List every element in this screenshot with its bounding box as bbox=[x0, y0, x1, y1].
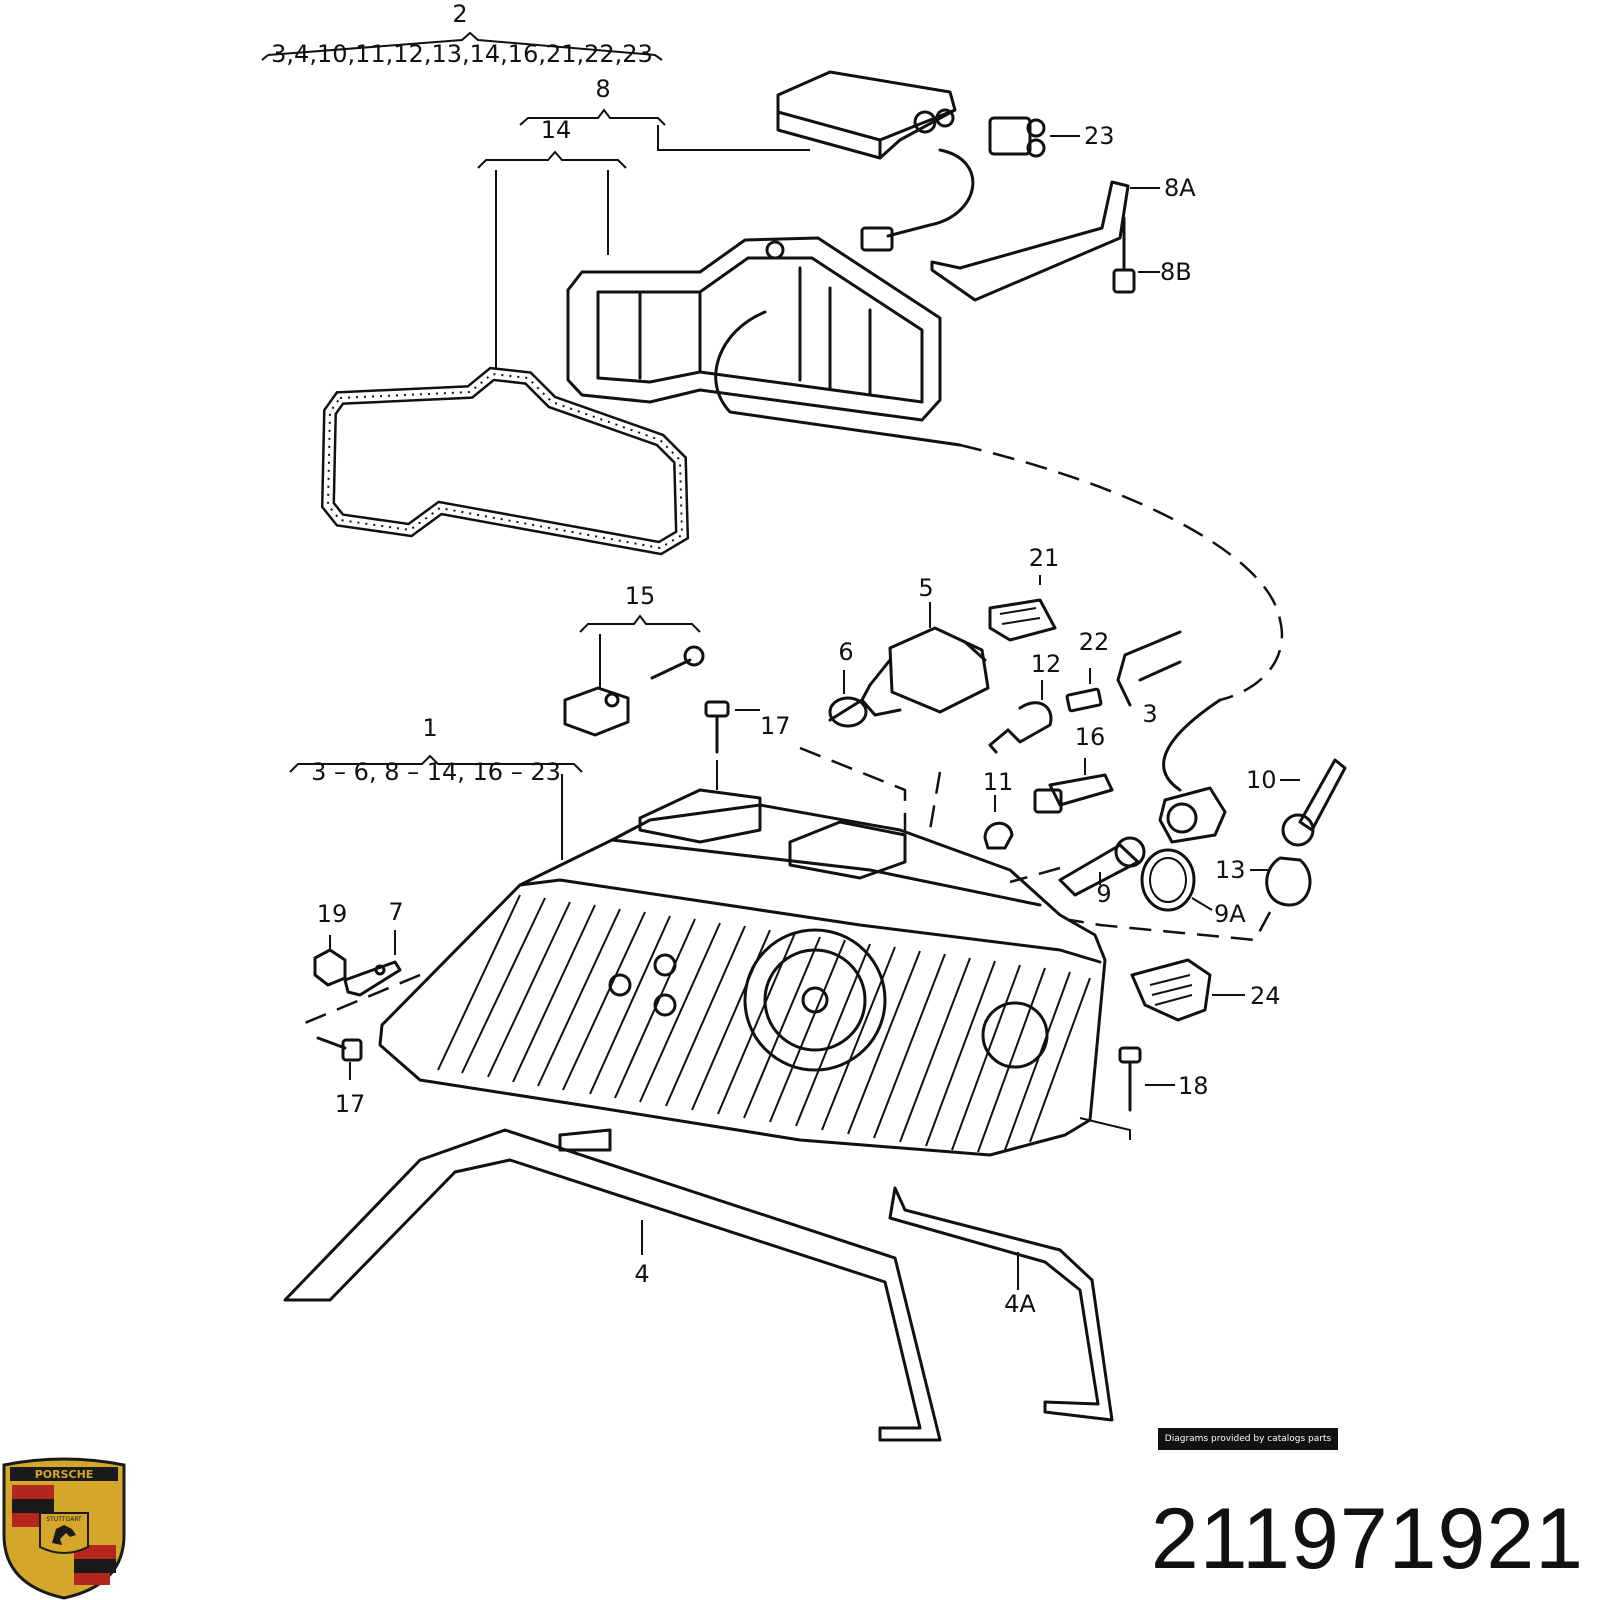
label-13: 13 bbox=[1215, 856, 1246, 884]
part-number: 211971921 bbox=[1150, 1491, 1584, 1587]
headlight-housing-frame bbox=[566, 236, 962, 447]
gasket-seal bbox=[320, 366, 690, 556]
callout-group-8: 8 bbox=[519, 75, 810, 151]
label-18: 18 bbox=[1178, 1072, 1209, 1100]
label-9A: 9A bbox=[1214, 900, 1246, 928]
label-8B: 8B bbox=[1160, 258, 1192, 286]
label-8A: 8A bbox=[1164, 174, 1196, 202]
bolt-17-top: 17 bbox=[704, 700, 791, 790]
label-10: 10 bbox=[1246, 766, 1277, 794]
label-11: 11 bbox=[983, 768, 1014, 796]
callout-group-14: 14 bbox=[477, 116, 627, 368]
label-2-sub: 3,4,10,11,12,13,14,16,21,22,23 bbox=[271, 40, 653, 68]
diagram-credit: Diagrams provided by catalogs parts bbox=[1158, 1428, 1338, 1450]
trim-strip-4A: 4A bbox=[888, 1186, 1114, 1422]
porsche-crest-logo: PORSCHE STUTTGART bbox=[2, 1457, 126, 1600]
trim-strip-4: 4 bbox=[283, 1128, 942, 1442]
label-3: 3 bbox=[1142, 700, 1157, 728]
clip-group-15: 15 bbox=[563, 582, 705, 737]
label-5: 5 bbox=[918, 574, 933, 602]
headlight-assembly-1 bbox=[378, 788, 1107, 1157]
leader-dashed-a bbox=[799, 746, 907, 832]
label-6: 6 bbox=[838, 638, 853, 666]
connector-24: 24 bbox=[1130, 958, 1281, 1022]
bolt-17-left: 17 bbox=[316, 1036, 366, 1118]
cable-route-dashed bbox=[959, 443, 1284, 702]
label-2: 2 bbox=[452, 0, 467, 28]
callout-group-2: 2 3,4,10,11,12,13,14,16,21,22,23 bbox=[261, 0, 663, 68]
label-14: 14 bbox=[541, 116, 572, 144]
label-1-sub: 3 – 6, 8 – 14, 16 – 23 bbox=[311, 758, 561, 786]
control-module bbox=[776, 70, 975, 252]
plug-21: 21 bbox=[988, 544, 1060, 642]
bolt-18: 18 bbox=[1079, 1046, 1209, 1140]
label-16: 16 bbox=[1075, 723, 1106, 751]
bulb-socket-cable bbox=[1158, 698, 1227, 844]
logo-city: STUTTGART bbox=[46, 1516, 82, 1523]
label-7: 7 bbox=[388, 898, 403, 926]
label-4A: 4A bbox=[1004, 1290, 1036, 1318]
label-21: 21 bbox=[1029, 544, 1060, 572]
leader-dashed-d bbox=[1009, 866, 1061, 884]
label-19: 19 bbox=[317, 900, 348, 928]
label-12: 12 bbox=[1031, 650, 1062, 678]
label-23: 23 bbox=[1084, 122, 1115, 150]
logo-text: PORSCHE bbox=[35, 1468, 94, 1481]
label-1: 1 bbox=[422, 714, 437, 742]
connector-23: 23 bbox=[988, 116, 1115, 158]
callout-group-1: 1 3 – 6, 8 – 14, 16 – 23 bbox=[289, 714, 583, 860]
lens-hatching bbox=[437, 894, 1091, 1153]
label-4: 4 bbox=[634, 1260, 649, 1288]
leader-dashed-c bbox=[1069, 911, 1272, 942]
label-17-top: 17 bbox=[760, 712, 791, 740]
label-8: 8 bbox=[595, 75, 610, 103]
label-17-left: 17 bbox=[335, 1090, 366, 1118]
leader-dashed-b bbox=[928, 771, 942, 831]
bulbs-10-13: 10 13 bbox=[1215, 758, 1347, 907]
label-22: 22 bbox=[1079, 628, 1110, 656]
label-15: 15 bbox=[625, 582, 656, 610]
bulb-9-and-ring-9A: 9 9A bbox=[1058, 836, 1246, 928]
leveling-motor-5: 5 6 bbox=[828, 574, 990, 728]
clips-19-7: 19 7 bbox=[299, 898, 421, 1027]
mount-bracket-8A: 8A 8B bbox=[930, 174, 1196, 302]
label-9: 9 bbox=[1096, 880, 1111, 908]
small-parts-upper-right: 22 12 3 bbox=[988, 628, 1182, 754]
label-24: 24 bbox=[1250, 982, 1281, 1010]
bulbs-16-11: 16 11 bbox=[983, 723, 1114, 850]
